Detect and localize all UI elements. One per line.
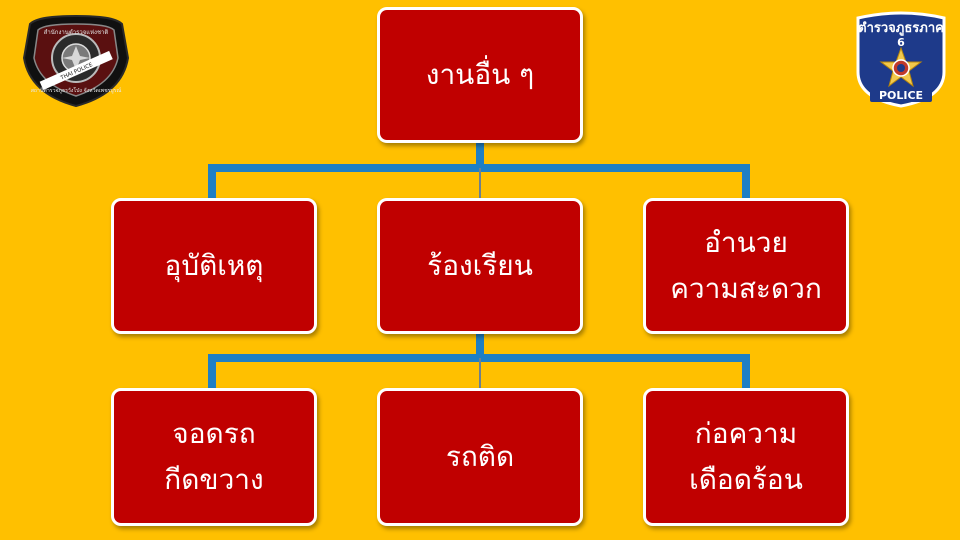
node-complaint-label: ร้องเรียน: [427, 248, 533, 282]
police-station-logo: THAI POLICE สำนักงานตำรวจแห่งชาติ สถานีต…: [18, 12, 134, 108]
badge-number: 6: [897, 36, 905, 49]
node-disturbance: ก่อความ เดือดร้อน: [643, 388, 849, 526]
node-complaint: ร้องเรียน: [377, 198, 583, 334]
node-convenience: อำนวย ความสะดวก: [643, 198, 849, 334]
police-station-emblem-icon: THAI POLICE สำนักงานตำรวจแห่งชาติ สถานีต…: [22, 14, 130, 108]
node-accident: อุบัติเหตุ: [111, 198, 317, 334]
node-disturbance-line1: ก่อความ: [694, 416, 798, 450]
root-label: งานอื่น ๆ: [425, 57, 535, 91]
node-obstructive-parking: จอดรถ กีดขวาง: [111, 388, 317, 526]
node-obstructive-parking-line1: จอดรถ: [172, 416, 256, 450]
provincial-police-logo: ตำรวจภูธรภาค 6 POLICE: [850, 10, 952, 108]
badge-title: ตำรวจภูธรภาค: [858, 20, 944, 36]
node-convenience-line1: อำนวย: [704, 225, 788, 259]
node-traffic-jam: รถติด: [377, 388, 583, 526]
root-box: งานอื่น ๆ: [377, 7, 583, 143]
node-obstructive-parking-line2: กีดขวาง: [164, 463, 264, 496]
node-convenience-line2: ความสะดวก: [670, 272, 822, 305]
node-accident-label: อุบัติเหตุ: [164, 248, 264, 282]
node-disturbance-line2: เดือดร้อน: [689, 463, 803, 496]
badge-label: POLICE: [879, 89, 923, 102]
provincial-police-badge-icon: ตำรวจภูธรภาค 6 POLICE: [856, 11, 946, 108]
logo-top-text: สำนักงานตำรวจแห่งชาติ: [44, 29, 109, 36]
node-traffic-jam-label: รถติด: [445, 439, 515, 473]
logo-bottom-text: สถานีตำรวจภูธรวังโป่ง จังหวัดเพชรบูรณ์: [31, 87, 122, 94]
